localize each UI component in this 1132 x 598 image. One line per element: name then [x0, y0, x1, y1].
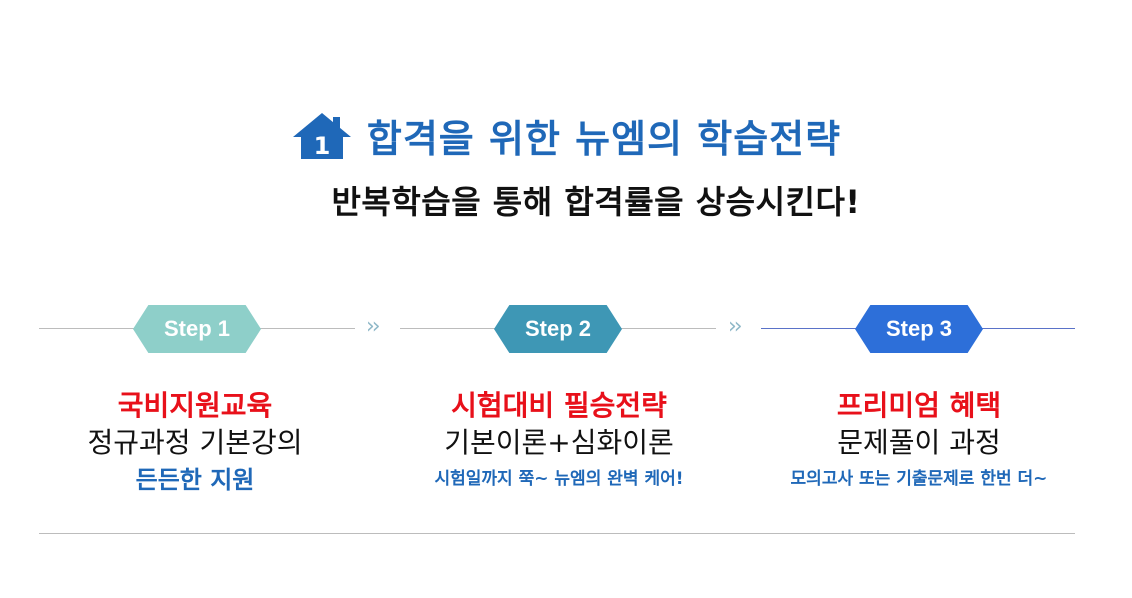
step-1-description: 정규과정 기본강의 [87, 426, 303, 459]
step-1-heading: 국비지원교육 [117, 389, 273, 422]
step-1-highlight: 든든한 지원 [135, 466, 255, 494]
step-3-heading: 프리미엄 혜택 [836, 389, 1002, 422]
step-1-content: 국비지원교육 정규과정 기본강의 든든한 지원 [15, 388, 375, 498]
page-title: 합격을 위한 뉴엠의 학습전략 [366, 117, 842, 161]
header: 1 합격을 위한 뉴엠의 학습전략 반복학습을 통해 합격률을 상승시킨다! [0, 108, 1132, 223]
step-2-highlight: 시험일까지 쭉~ 뉴엠의 완벽 케어! [434, 469, 684, 489]
step-1-badge: Step 1 [133, 305, 261, 353]
step-3-highlight: 모의고사 또는 기출문제로 한번 더~ [790, 469, 1048, 489]
bottom-divider [39, 533, 1075, 534]
step-3-badge: Step 3 [855, 305, 983, 353]
step-2-badge: Step 2 [494, 305, 622, 353]
step-3-description: 문제풀이 과정 [837, 426, 1001, 459]
step-bar: Step 1 Step 2 Step 3 ›› ›› [39, 305, 1075, 353]
house-number: 1 [314, 132, 331, 160]
step-3-content: 프리미엄 혜택 문제풀이 과정 모의고사 또는 기출문제로 한번 더~ [739, 388, 1099, 496]
step-2-heading: 시험대비 필승전략 [451, 389, 667, 422]
house-number-icon: 1 [292, 112, 351, 160]
chevron-right-icon: ›› [366, 314, 381, 339]
page-subtitle: 반복학습을 통해 합격률을 상승시킨다! [331, 183, 861, 221]
chevron-right-icon: ›› [728, 314, 743, 339]
title-row: 1 합격을 위한 뉴엠의 학습전략 [0, 108, 1132, 163]
step-2-description: 기본이론+심화이론 [444, 426, 674, 459]
step-2-content: 시험대비 필승전략 기본이론+심화이론 시험일까지 쭉~ 뉴엠의 완벽 케어! [379, 388, 739, 496]
